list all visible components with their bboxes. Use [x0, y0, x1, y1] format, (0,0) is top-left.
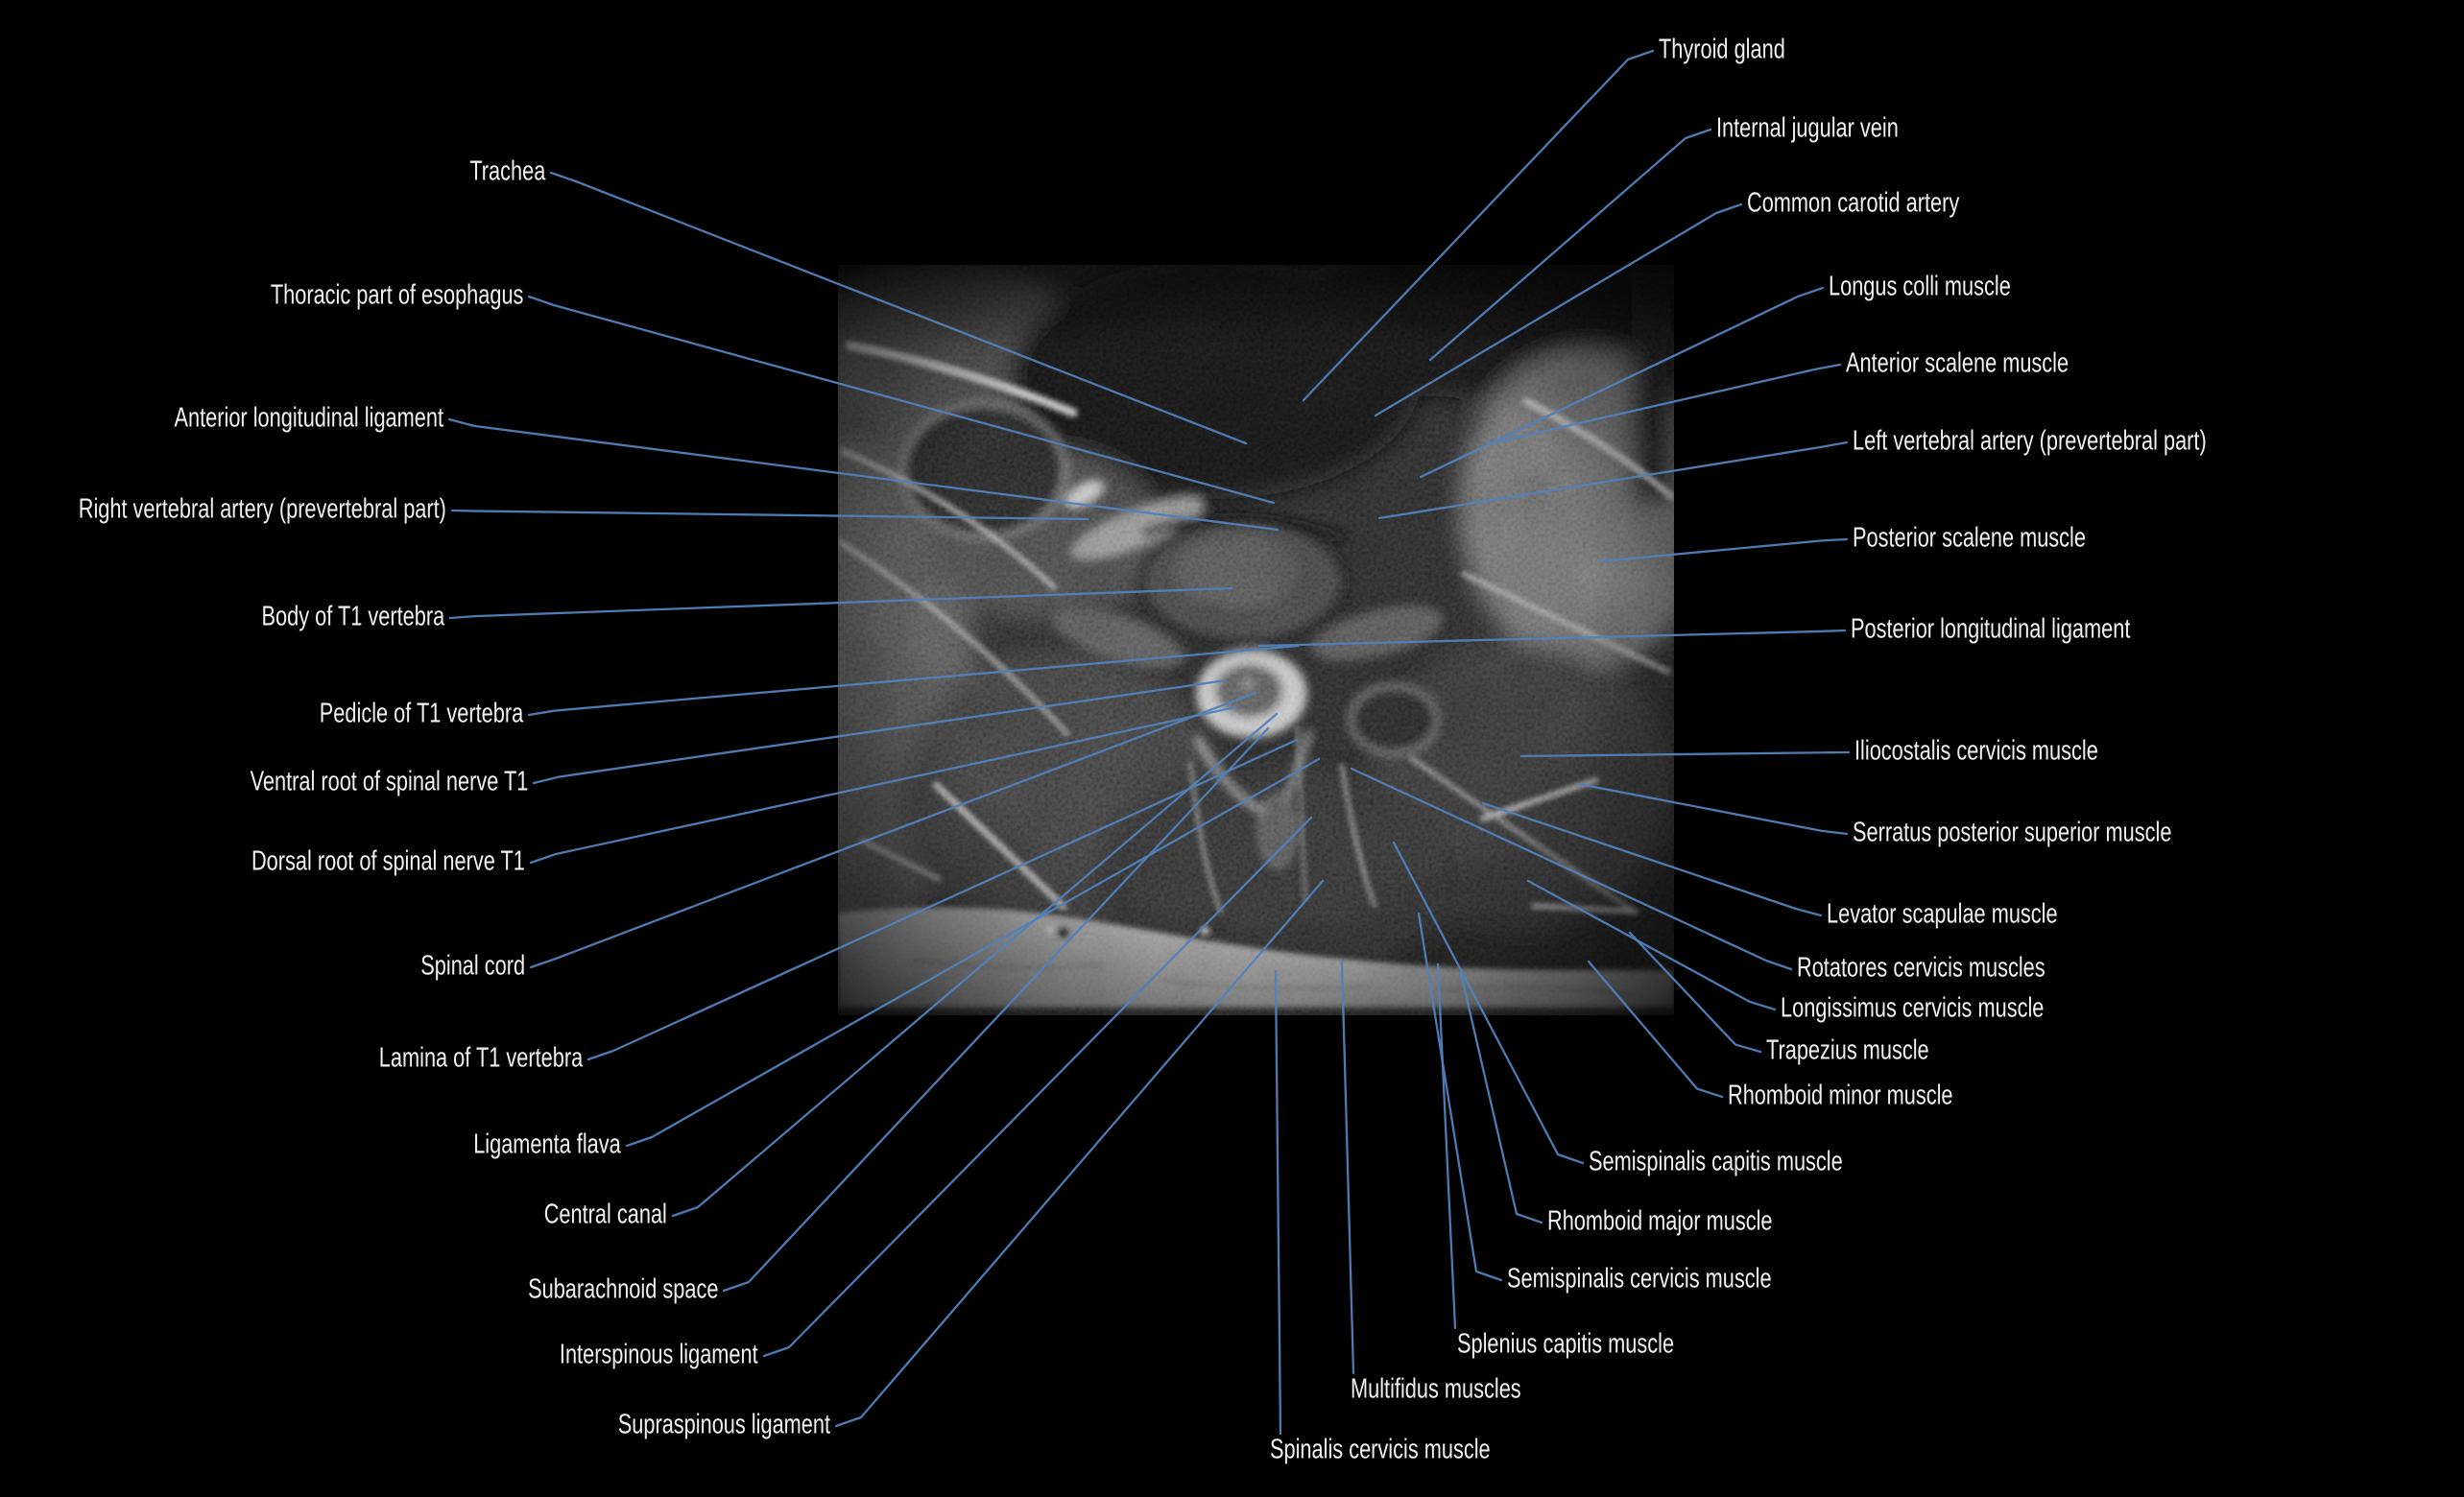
- leader-line-posterior-longitudinal-ligament: [1257, 629, 1847, 648]
- leader-line-rhomboid-minor-muscle: [1587, 960, 1724, 1099]
- leader-line-thoracic-part-of-esophagus: [527, 295, 1276, 505]
- leader-line-right-vertebral-artery-prevertebral-part: [450, 509, 1089, 521]
- leader-line-spinal-cord: [529, 691, 1257, 969]
- leader-line-splenius-capitis-muscle: [1436, 962, 1457, 1330]
- leader-line-supraspinous-ligament: [834, 879, 1325, 1428]
- mri-image: [838, 265, 1674, 1015]
- mri-top-fade: [838, 265, 1674, 351]
- leader-line-common-carotid-artery: [1374, 202, 1743, 417]
- leader-line-thyroid-gland: [1302, 49, 1655, 402]
- leader-lines-layer: [447, 49, 1851, 1436]
- leader-line-ligamenta-flava: [625, 757, 1321, 1148]
- leader-line-rhomboid-major-muscle: [1459, 971, 1543, 1224]
- leader-line-anterior-longitudinal-ligament: [447, 417, 1280, 532]
- leader-line-spinalis-cervicis-muscle: [1274, 969, 1282, 1436]
- leader-line-lamina-of-t1-vertebra: [586, 738, 1299, 1061]
- leader-line-left-vertebral-artery-prevertebral-part: [1377, 440, 1849, 520]
- leader-line-longus-colli-muscle: [1419, 286, 1825, 479]
- leader-line-body-of-t1-vertebra: [448, 586, 1233, 620]
- leader-line-longissimus-cervicis-muscle: [1526, 879, 1777, 1011]
- leader-line-semispinalis-capitis-muscle: [1392, 841, 1585, 1165]
- leader-line-internal-jugular-vein: [1428, 128, 1712, 362]
- leader-line-dorsal-root-of-spinal-nerve-t1: [529, 705, 1237, 865]
- leader-line-serratus-posterior-superior-muscle: [1577, 782, 1849, 836]
- leader-line-pedicle-of-t1-vertebra: [527, 644, 1300, 717]
- leader-line-posterior-scalene-muscle: [1598, 537, 1849, 563]
- leader-line-anterior-scalene-muscle: [1489, 363, 1842, 445]
- leader-line-rotatores-cervicis-muscles: [1350, 767, 1793, 971]
- leader-line-trapezius-muscle: [1628, 931, 1762, 1054]
- leader-line-iliocostalis-cervicis-muscle: [1519, 750, 1851, 758]
- leader-line-ventral-root-of-spinal-nerve-t1: [532, 678, 1228, 785]
- leader-line-levator-scapulae-muscle: [1481, 801, 1823, 917]
- leader-line-multifidus-muscles: [1340, 960, 1355, 1375]
- leader-line-trachea: [549, 171, 1248, 445]
- leader-line-semispinalis-cervicis-muscle: [1417, 912, 1503, 1282]
- leader-line-central-canal: [671, 712, 1279, 1218]
- leader-line-interspinous-ligament: [762, 816, 1313, 1358]
- mri-vignette: [838, 265, 1674, 1015]
- leader-line-subarachnoid-space: [722, 726, 1270, 1293]
